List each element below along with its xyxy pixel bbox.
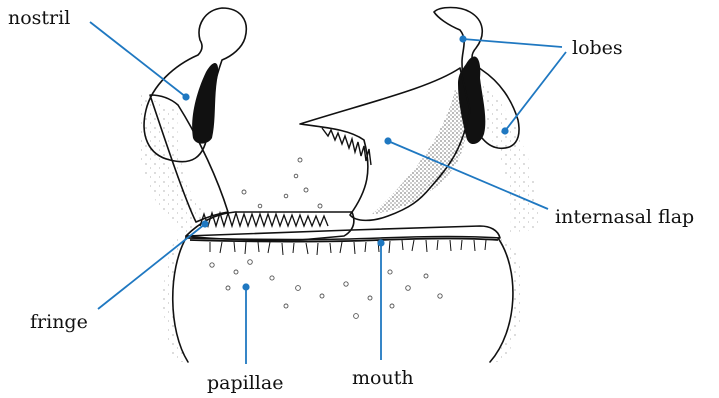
label-fringe: fringe (30, 311, 88, 333)
lower-jaw-outline (173, 238, 513, 362)
leader-lobes-b (505, 52, 566, 131)
leader-internasal-flap-dot (384, 137, 391, 144)
leader-mouth-dot (377, 239, 384, 246)
label-lobes: lobes (572, 37, 623, 59)
lower-jaw-shading (163, 238, 188, 362)
label-papillae: papillae (207, 372, 283, 394)
leader-fringe-dot (201, 220, 208, 227)
leader-fringe (98, 224, 205, 309)
left-nostril (192, 63, 218, 144)
label-nostril: nostril (8, 7, 70, 29)
upper-lip (186, 226, 500, 240)
internasal-flap-fold (372, 90, 467, 214)
leader-nostril-dot (182, 93, 189, 100)
leader-lobes-dot-a (459, 35, 466, 42)
label-mouth: mouth (352, 367, 414, 389)
fringe-teeth (200, 213, 328, 226)
flap-fringe-edge (322, 128, 371, 165)
mouth-hairs (210, 240, 486, 255)
leader-lobes-dot-b (501, 127, 508, 134)
shark-snout-illustration (137, 8, 540, 363)
leader-nostril (90, 22, 186, 97)
leader-papillae-dot (242, 283, 249, 290)
label-internasal-flap: internasal flap (555, 206, 694, 228)
